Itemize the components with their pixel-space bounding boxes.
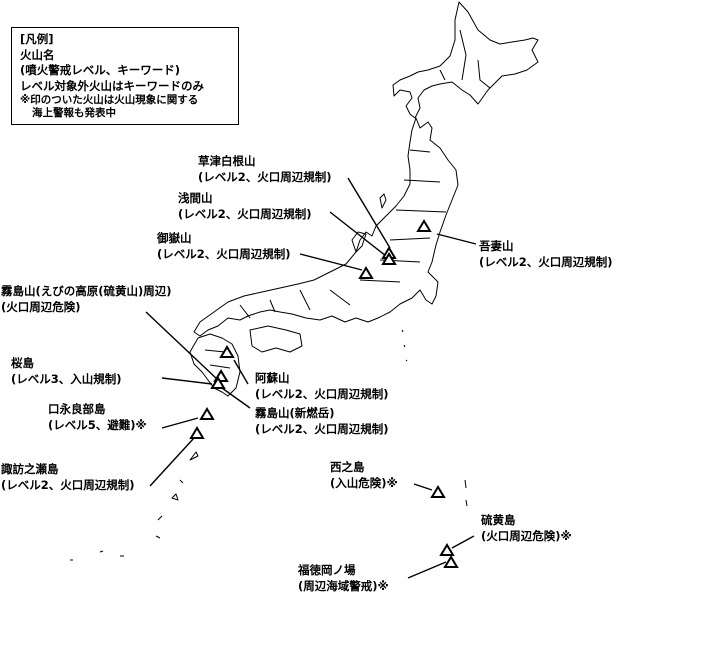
volcano-label-asama: 浅間山 (レベル2、火口周辺規制) [178, 190, 312, 222]
volcano-status: (レベル2、火口周辺規制) [479, 255, 613, 269]
volcano-name: 口永良部島 [48, 402, 106, 416]
legend-volcano-name: 火山名 [20, 47, 55, 62]
volcano-name: 西之島 [330, 460, 365, 474]
volcano-label-ontake: 御嶽山 (レベル2、火口周辺規制) [157, 230, 291, 262]
legend-note-line1: ※印のついた火山は火山現象に関する [20, 94, 199, 106]
volcano-name: 諏訪之瀬島 [1, 462, 59, 476]
kyushu-outline [189, 333, 241, 397]
izu-islands [401, 329, 408, 362]
legend-no-level: レベル対象外火山はキーワードのみ [20, 78, 204, 93]
hokkaido-borders [439, 29, 491, 89]
volcano-status: (レベル3、入山規制) [11, 372, 122, 386]
volcano-status: (入山危険)※ [330, 476, 398, 490]
triangle-icon-ontake [358, 266, 374, 279]
volcano-name: 吾妻山 [479, 239, 514, 253]
volcano-name: 桜島 [11, 356, 34, 370]
volcano-status: (レベル2、火口周辺規制) [157, 247, 291, 261]
volcano-label-azuma: 吾妻山 (レベル2、火口周辺規制) [479, 238, 613, 270]
volcano-label-kirishima-ebino: 霧島山(えびの高原(硫黄山)周辺) (火口周辺危険) [1, 283, 172, 315]
volcano-status: (レベル2、火口周辺規制) [255, 387, 389, 401]
sado-island [379, 193, 387, 209]
leader-lines [145, 177, 477, 579]
volcano-label-kuchinoerabu: 口永良部島 (レベル5、避難)※ [48, 401, 147, 433]
volcano-status: (レベル5、避難)※ [48, 418, 147, 432]
land-outlines [70, 1, 539, 561]
ogasawara-islands [464, 479, 468, 507]
volcano-label-iwojima: 硫黄島 (火口周辺危険)※ [481, 512, 572, 544]
honshu-outline [193, 117, 459, 337]
legend-title: [凡例] [20, 32, 54, 46]
volcano-status: (レベル2、火口周辺規制) [178, 207, 312, 221]
volcano-status: (周辺海域警戒)※ [298, 579, 389, 593]
volcano-status: (レベル2、火口周辺規制) [1, 478, 135, 492]
triangle-icon-nishinoshima [430, 485, 446, 498]
honshu-borders [239, 149, 447, 319]
shikoku-outline [249, 325, 303, 353]
triangle-icon-azuma [416, 219, 432, 232]
volcano-name: 浅間山 [178, 191, 213, 205]
volcano-markers [189, 219, 459, 568]
volcano-name: 霧島山(えびの高原(硫黄山)周辺) [1, 284, 172, 298]
volcano-label-suwanosejima: 諏訪之瀬島 (レベル2、火口周辺規制) [1, 461, 135, 493]
volcano-label-fukutoku-okanoba: 福徳岡ノ場 (周辺海域警戒)※ [298, 562, 389, 594]
volcano-name: 霧島山(新燃岳) [255, 406, 335, 420]
triangle-icon-iwojima [439, 543, 455, 556]
volcano-status: (レベル2、火口周辺規制) [255, 422, 389, 436]
legend-level-keyword: (噴火警戒レベル、キーワード) [20, 63, 181, 77]
triangle-icon-aso [219, 345, 235, 358]
kyushu-borders [204, 349, 231, 369]
volcano-name: 福徳岡ノ場 [298, 563, 356, 577]
triangle-icon-fukutoku [443, 555, 459, 568]
hokkaido-outline [392, 1, 539, 119]
map-legend: [凡例] 火山名 (噴火警戒レベル、キーワード) レベル対象外火山はキーワードの… [11, 27, 239, 125]
volcano-name: 御嶽山 [157, 231, 192, 245]
nansei-islands [70, 451, 199, 561]
volcano-name: 硫黄島 [481, 513, 516, 527]
volcano-label-kusatsu-shirane: 草津白根山 (レベル2、火口周辺規制) [198, 153, 332, 185]
triangle-icon-asama [381, 252, 397, 265]
noto-peninsula [351, 231, 367, 253]
volcano-label-aso: 阿蘇山 (レベル2、火口周辺規制) [255, 370, 389, 402]
triangle-icon-sakurajima [210, 376, 226, 389]
volcano-status: (火口周辺危険) [1, 300, 81, 314]
volcano-label-nishinoshima: 西之島 (入山危険)※ [330, 459, 398, 491]
volcano-label-sakurajima: 桜島 (レベル3、入山規制) [11, 355, 122, 387]
volcano-status: (火口周辺危険)※ [481, 529, 572, 543]
volcano-label-kirishima-shinmoe: 霧島山(新燃岳) (レベル2、火口周辺規制) [255, 405, 389, 437]
volcano-name: 阿蘇山 [255, 371, 290, 385]
triangle-icon-kuchinoerabu [199, 407, 215, 420]
triangle-icon-suwanosejima [189, 426, 205, 439]
legend-note-line2: 海上警報も発表中 [32, 107, 116, 119]
volcano-name: 草津白根山 [198, 154, 256, 168]
volcano-status: (レベル2、火口周辺規制) [198, 170, 332, 184]
